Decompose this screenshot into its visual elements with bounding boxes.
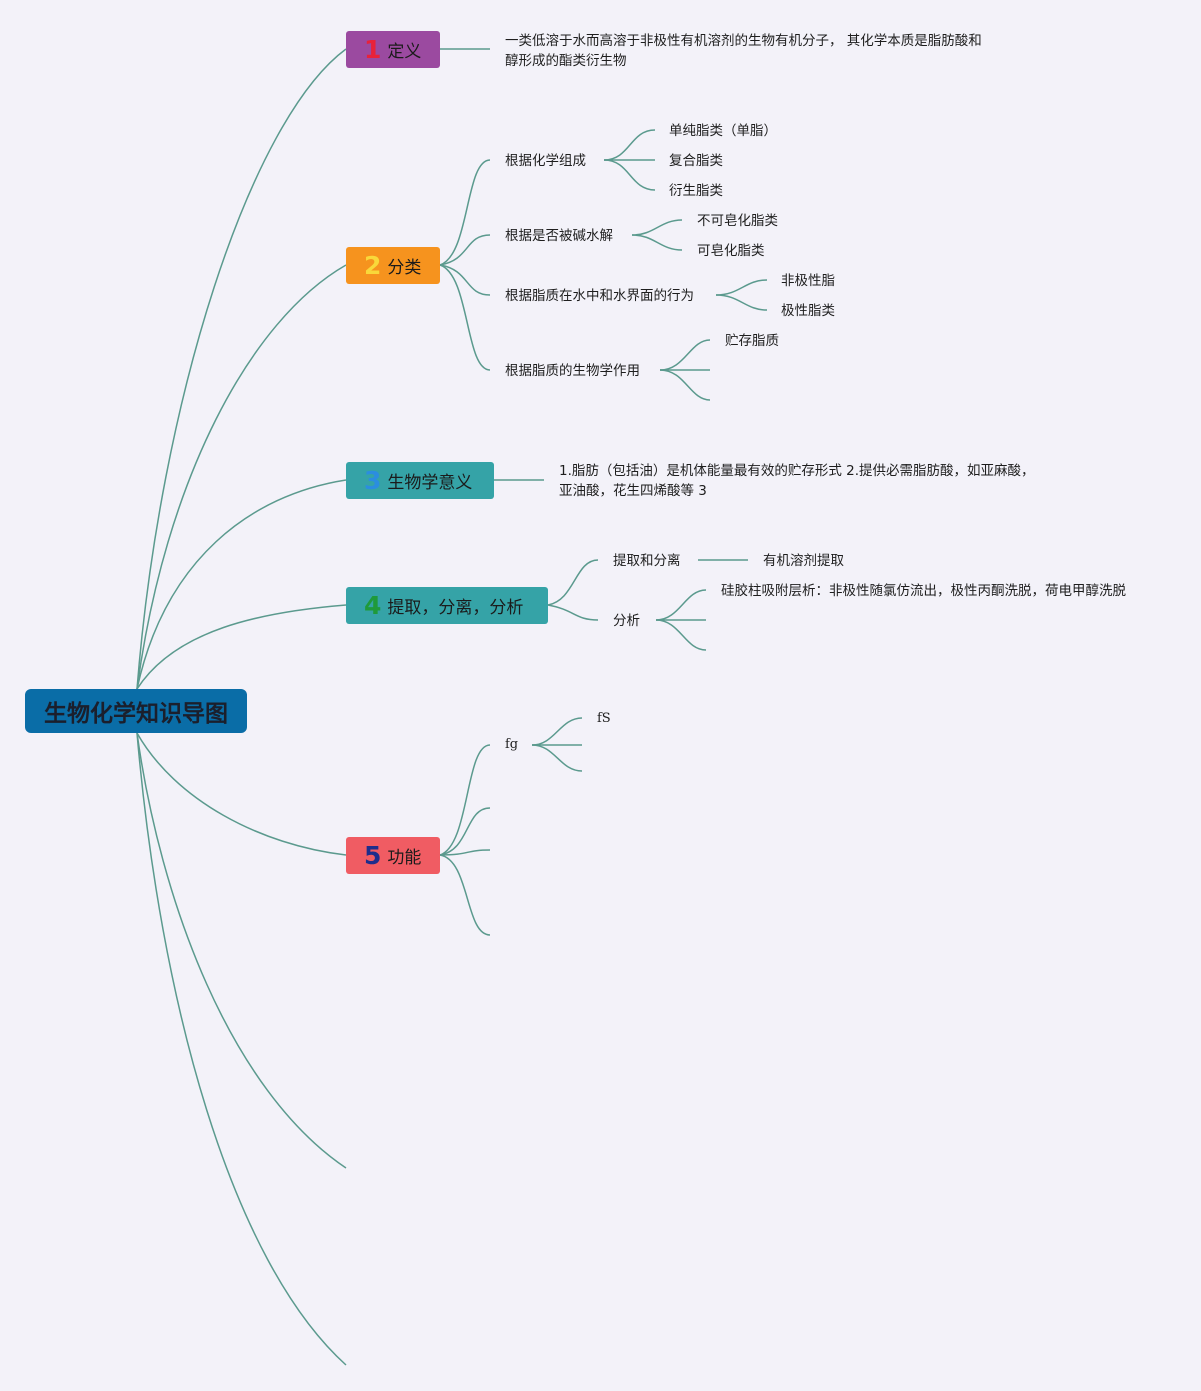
significance-line-1: 1.脂肪（包括油）是机体能量最有效的贮存形式 2.提供必需脂肪酸，如亚麻酸， bbox=[559, 463, 1035, 479]
connector-root-branch-5 bbox=[136, 732, 347, 856]
connector-extract-2 bbox=[547, 604, 599, 621]
class-item-derived-lipid[interactable]: 衍生脂类 bbox=[669, 183, 723, 199]
class-group-water-behavior[interactable]: 根据脂质在水中和水界面的行为 bbox=[505, 288, 694, 304]
connector-class-1-c bbox=[603, 159, 656, 191]
connector-class-4-c bbox=[659, 369, 711, 401]
branch-number: 3 bbox=[364, 466, 382, 495]
significance-line-2: 亚油酸，花生四烯酸等 3 bbox=[559, 483, 707, 499]
definition-line-2: 醇形成的酯类衍生物 bbox=[505, 53, 627, 69]
connector-root-branch-1 bbox=[136, 48, 347, 690]
class-item-nonsaponifiable[interactable]: 不可皂化脂类 bbox=[697, 213, 778, 229]
class-item-nonpolar[interactable]: 非极性脂 bbox=[781, 273, 835, 289]
branch-number: 4 bbox=[364, 591, 382, 620]
connector-extract-2-c bbox=[655, 619, 707, 651]
connector-root-empty-1 bbox=[136, 732, 347, 1169]
connector-class-1 bbox=[439, 159, 491, 266]
connector-extract-2-a bbox=[655, 589, 707, 621]
connector-func-2 bbox=[439, 807, 491, 856]
connector-root-branch-2 bbox=[136, 264, 347, 690]
function-node-fs[interactable]: fS bbox=[597, 711, 611, 726]
extract-item-chromatography[interactable]: 硅胶柱吸附层析：非极性随氯仿流出，极性丙酮洗脱，荷电甲醇洗脱 bbox=[721, 583, 1126, 599]
branch-number: 1 bbox=[364, 35, 382, 64]
connector-class-4 bbox=[439, 264, 491, 371]
extract-item-separation[interactable]: 提取和分离 bbox=[613, 553, 681, 569]
branch-number: 5 bbox=[364, 841, 382, 870]
connector-class-4-a bbox=[659, 339, 711, 371]
class-item-simple-lipid[interactable]: 单纯脂类（单脂） bbox=[669, 123, 777, 139]
connector-class-2-a bbox=[631, 219, 683, 236]
class-item-polar[interactable]: 极性脂类 bbox=[781, 303, 835, 319]
class-group-composition[interactable]: 根据化学组成 bbox=[505, 153, 586, 169]
connector-func-4 bbox=[439, 854, 491, 936]
connector-func-3 bbox=[439, 849, 491, 856]
branch-label: 定义 bbox=[387, 42, 422, 62]
significance-text[interactable]: 1.脂肪（包括油）是机体能量最有效的贮存形式 2.提供必需脂肪酸，如亚麻酸， 亚… bbox=[559, 461, 1035, 501]
class-item-saponifiable[interactable]: 可皂化脂类 bbox=[697, 243, 765, 259]
connector-func-1-a bbox=[531, 717, 583, 746]
definition-line-1: 一类低溶于水而高溶于非极性有机溶剂的生物有机分子， 其化学本质是脂肪酸和 bbox=[505, 33, 982, 49]
class-group-saponification[interactable]: 根据是否被碱水解 bbox=[505, 228, 613, 244]
class-group-biological-role[interactable]: 根据脂质的生物学作用 bbox=[505, 363, 640, 379]
connector-root-branch-3 bbox=[136, 479, 347, 690]
definition-text[interactable]: 一类低溶于水而高溶于非极性有机溶剂的生物有机分子， 其化学本质是脂肪酸和 醇形成… bbox=[505, 31, 982, 71]
connector-class-3-b bbox=[715, 294, 768, 311]
branch-label: 分类 bbox=[387, 258, 422, 278]
branch-definition[interactable]: 1 定义 bbox=[346, 31, 440, 68]
branch-label: 提取，分离，分析 bbox=[387, 598, 524, 618]
root-node[interactable]: 生物化学知识导图 bbox=[25, 689, 247, 733]
branch-function[interactable]: 5 功能 bbox=[346, 837, 440, 874]
branch-classification[interactable]: 2 分类 bbox=[346, 247, 440, 284]
connector-class-3-a bbox=[715, 279, 768, 296]
connector-class-1-a bbox=[603, 129, 656, 161]
connector-extract-1 bbox=[547, 559, 599, 606]
function-node-fg[interactable]: fg bbox=[505, 737, 519, 752]
connector-class-2-b bbox=[631, 234, 683, 251]
branch-extraction[interactable]: 4 提取，分离，分析 bbox=[346, 587, 548, 624]
root-label: 生物化学知识导图 bbox=[44, 701, 228, 727]
branch-significance[interactable]: 3 生物学意义 bbox=[346, 462, 494, 499]
connector-root-empty-2 bbox=[136, 732, 347, 1366]
connector-class-3 bbox=[439, 264, 491, 296]
connector-root-branch-4 bbox=[136, 604, 347, 690]
branch-number: 2 bbox=[364, 251, 382, 280]
connector-class-2 bbox=[439, 234, 491, 266]
connector-func-1-c bbox=[531, 744, 583, 772]
class-item-storage-lipid[interactable]: 贮存脂质 bbox=[725, 333, 779, 349]
branch-label: 功能 bbox=[387, 848, 422, 868]
extract-item-analysis[interactable]: 分析 bbox=[613, 613, 640, 629]
class-item-compound-lipid[interactable]: 复合脂类 bbox=[669, 153, 723, 169]
branch-label: 生物学意义 bbox=[387, 473, 473, 493]
connector-func-1 bbox=[439, 744, 491, 856]
extract-item-solvent[interactable]: 有机溶剂提取 bbox=[763, 553, 844, 569]
